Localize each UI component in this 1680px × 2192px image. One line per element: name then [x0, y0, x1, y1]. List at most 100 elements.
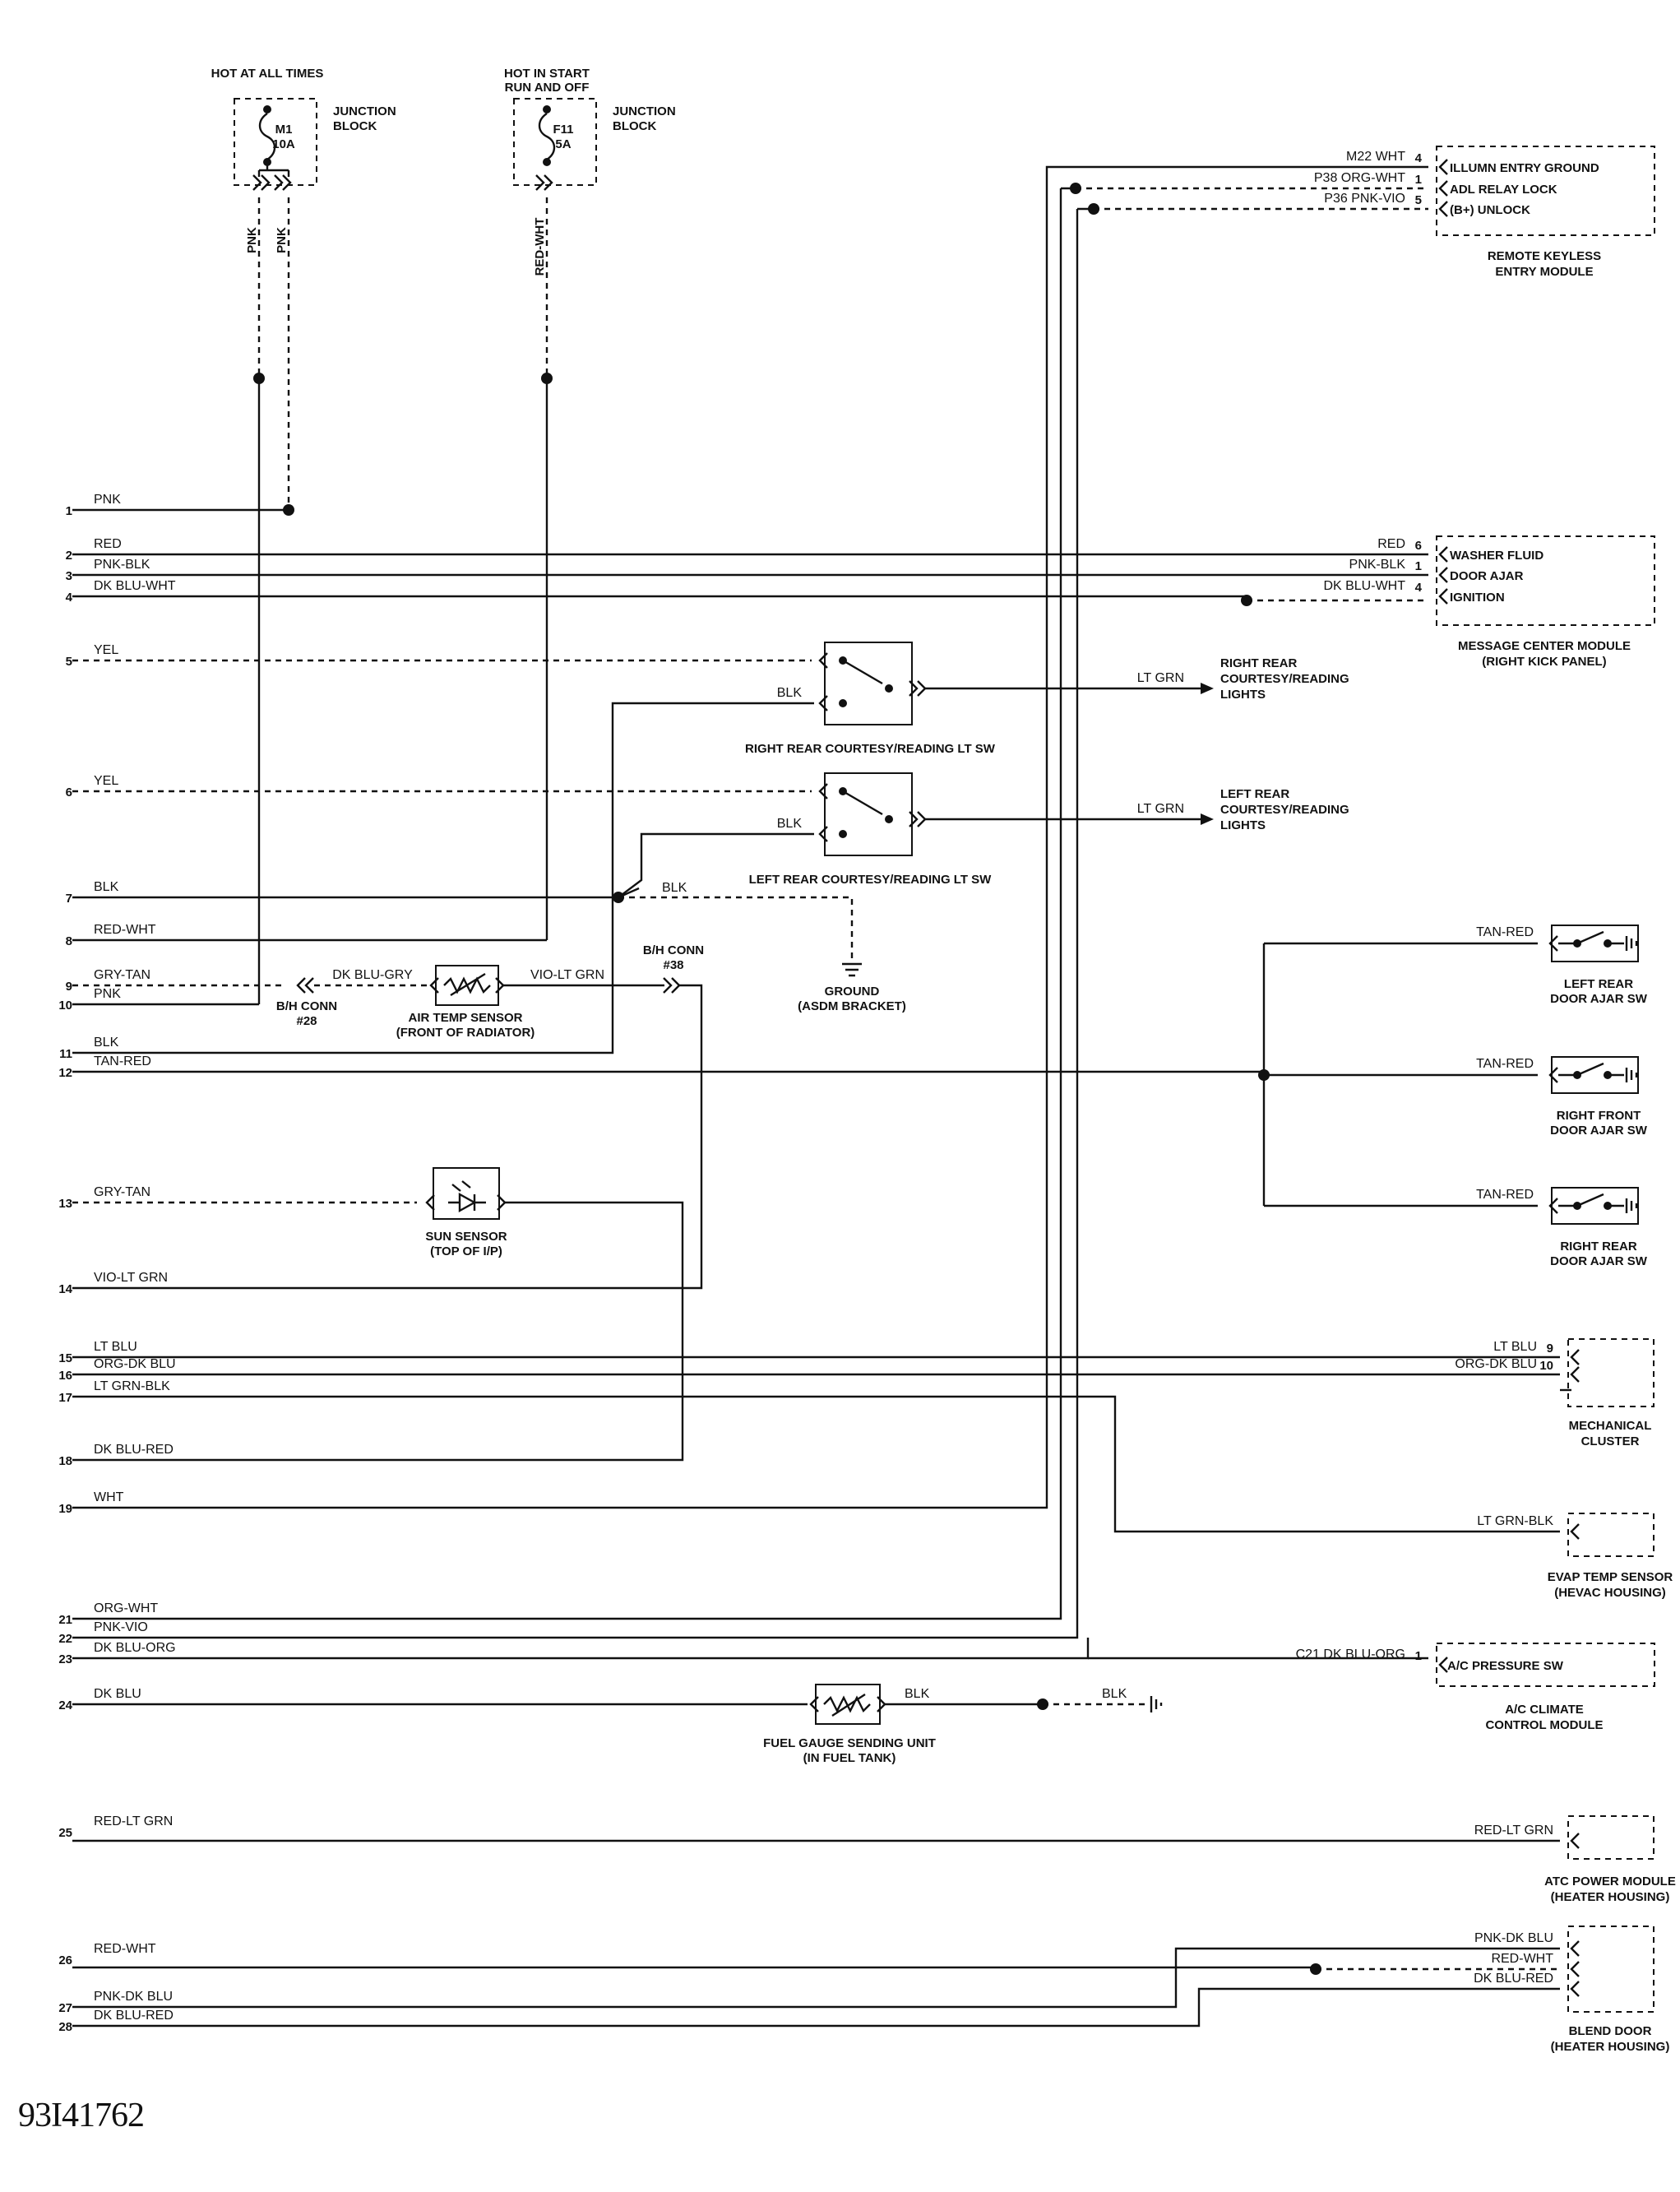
left-rear-door-ajar-sw-box: [1551, 925, 1639, 962]
connector-chevron: [304, 977, 314, 994]
connector-chevron: [425, 1194, 435, 1211]
module-wire-label: LT GRN-BLK: [1477, 1514, 1553, 1528]
connector-chevron: [877, 1696, 886, 1712]
bh-conn-28-label: #28: [296, 1014, 317, 1028]
module-title: BLEND DOOR: [1569, 2024, 1652, 2038]
door-switch-label: DOOR AJAR SW: [1550, 1254, 1648, 1268]
module-wire-label: M22 WHT: [1346, 150, 1405, 164]
connector-chevron: [1438, 546, 1448, 563]
connector-chevron: [909, 811, 919, 827]
fuse-header: HOT AT ALL TIMES: [211, 67, 324, 81]
bh-conn-38-label: #38: [663, 958, 683, 972]
terminal-wire-label: YEL: [94, 774, 118, 788]
connector-chevron: [1438, 159, 1448, 175]
switch-load-label: LIGHTS: [1220, 688, 1266, 702]
switch-load-label: COURTESY/READING: [1220, 672, 1349, 686]
connector-chevron: [1570, 1981, 1580, 1997]
connector-chevron: [1548, 935, 1558, 952]
splice-dot: [885, 684, 893, 693]
wire: [618, 887, 640, 899]
arrow-head: [1201, 683, 1214, 694]
terminal-pin-number: 2: [66, 549, 72, 563]
module-title: MESSAGE CENTER MODULE: [1458, 639, 1631, 653]
terminal-wire-label: DK BLU: [94, 1687, 141, 1701]
connector-chevron: [663, 977, 673, 994]
module-wire-label: RED: [1377, 537, 1405, 551]
junction-block-label: BLOCK: [333, 119, 377, 133]
terminal-pin-number: 12: [58, 1066, 72, 1080]
connector-chevron: [1438, 201, 1448, 217]
connector-chevron: [261, 174, 271, 191]
terminal-wire-label: PNK-DK BLU: [94, 1990, 173, 2004]
module-wire-label: P38 ORG-WHT: [1314, 171, 1405, 185]
fuel-gauge-label: FUEL GAUGE SENDING UNIT: [763, 1736, 936, 1750]
door-switch-label: RIGHT REAR: [1560, 1240, 1637, 1254]
switch-in-wire-label: BLK: [777, 686, 803, 700]
bh-conn-38-label: B/H CONN: [643, 943, 704, 957]
module-pin-function: IGNITION: [1450, 591, 1505, 605]
terminal-wire-label: BLK: [94, 1036, 119, 1050]
switch-contact-icon: [1576, 1062, 1604, 1077]
terminal-pin-number: 15: [58, 1351, 72, 1365]
terminal-wire-label: PNK: [94, 987, 121, 1001]
connector-chevron: [1438, 1657, 1448, 1673]
terminal-pin-number: 23: [58, 1652, 72, 1666]
connector-chevron: [535, 174, 545, 191]
terminal-wire-label: ORG-WHT: [94, 1601, 158, 1615]
ground-icon: [1625, 1068, 1638, 1082]
module-wire-label: ORG-DK BLU: [1455, 1357, 1537, 1371]
connector-chevron: [818, 695, 828, 711]
ground-icon: [1625, 1198, 1638, 1213]
air-temp-sensor-box: [435, 965, 499, 1006]
fuse-rating: 5A: [555, 137, 571, 151]
fuse-header: HOT IN START: [504, 67, 590, 81]
module-pin-function: ILLUMN ENTRY GROUND: [1450, 161, 1599, 175]
module-pin-number: 6: [1415, 539, 1422, 553]
left-rear-courtesy-reading-lt-sw-box: [824, 772, 913, 856]
connector-chevron: [1570, 1940, 1580, 1957]
switch-load-label: RIGHT REAR: [1220, 656, 1298, 670]
terminal-wire-label: DK BLU-ORG: [94, 1641, 176, 1655]
module-wire-label: PNK-DK BLU: [1474, 1931, 1553, 1945]
switch-contact-icon: [842, 659, 883, 685]
module-title: ENTRY MODULE: [1495, 265, 1593, 279]
terminal-wire-label: LT BLU: [94, 1340, 137, 1354]
module-pin-function: DOOR AJAR: [1450, 569, 1524, 583]
right-rear-courtesy-reading-lt-sw-box: [824, 642, 913, 725]
module-title: (HEATER HOUSING): [1551, 2040, 1670, 2054]
terminal-pin-number: 28: [58, 2020, 72, 2034]
module-pin-number: 1: [1415, 559, 1422, 573]
connector-chevron: [1548, 1198, 1558, 1214]
terminal-wire-label: ORG-DK BLU: [94, 1357, 176, 1371]
vio-lt-grn-wire: [72, 984, 703, 1290]
junction-block-label: JUNCTION: [613, 104, 676, 118]
terminal-pin-number: 4: [66, 591, 73, 605]
module-title: CLUSTER: [1581, 1434, 1640, 1448]
module-title: A/C CLIMATE: [1505, 1703, 1584, 1717]
fuse-rating: F11: [553, 123, 573, 137]
module-wire-label: C21 DK BLU-ORG: [1296, 1647, 1405, 1661]
switch-label: LEFT REAR COURTESY/READING LT SW: [749, 873, 993, 887]
terminal-pin-number: 17: [58, 1391, 72, 1405]
terminal-pin-number: 10: [58, 999, 72, 1013]
lt-grn-blk-wire: [72, 1395, 1560, 1533]
module-pin-function: ADL RELAY LOCK: [1450, 183, 1557, 197]
ground-label: (ASDM BRACKET): [798, 999, 906, 1013]
connector-chevron: [1438, 588, 1448, 605]
ground-icon: [1625, 936, 1638, 951]
switch-load-label: COURTESY/READING: [1220, 803, 1349, 817]
ground-icon: [1150, 1696, 1163, 1712]
dk-blu-org-wire: [72, 1638, 1090, 1660]
photodiode-icon: [448, 1180, 486, 1213]
door-switch-label: DOOR AJAR SW: [1550, 1124, 1648, 1138]
terminal-wire-label: LT GRN-BLK: [94, 1379, 170, 1393]
blk-wire: [72, 702, 814, 1054]
fuse-element-icon: [538, 113, 556, 160]
bh-conn-28-label: B/H CONN: [276, 999, 337, 1013]
module-wire-label: PNK-BLK: [1349, 558, 1406, 572]
fuse-wire-label: PNK: [275, 227, 289, 253]
fuse-wire-label: RED-WHT: [533, 218, 547, 276]
variable-resistor-icon: [823, 1693, 871, 1717]
terminal-wire-label: RED-WHT: [94, 923, 156, 937]
terminal-pin-number: 3: [66, 569, 72, 583]
